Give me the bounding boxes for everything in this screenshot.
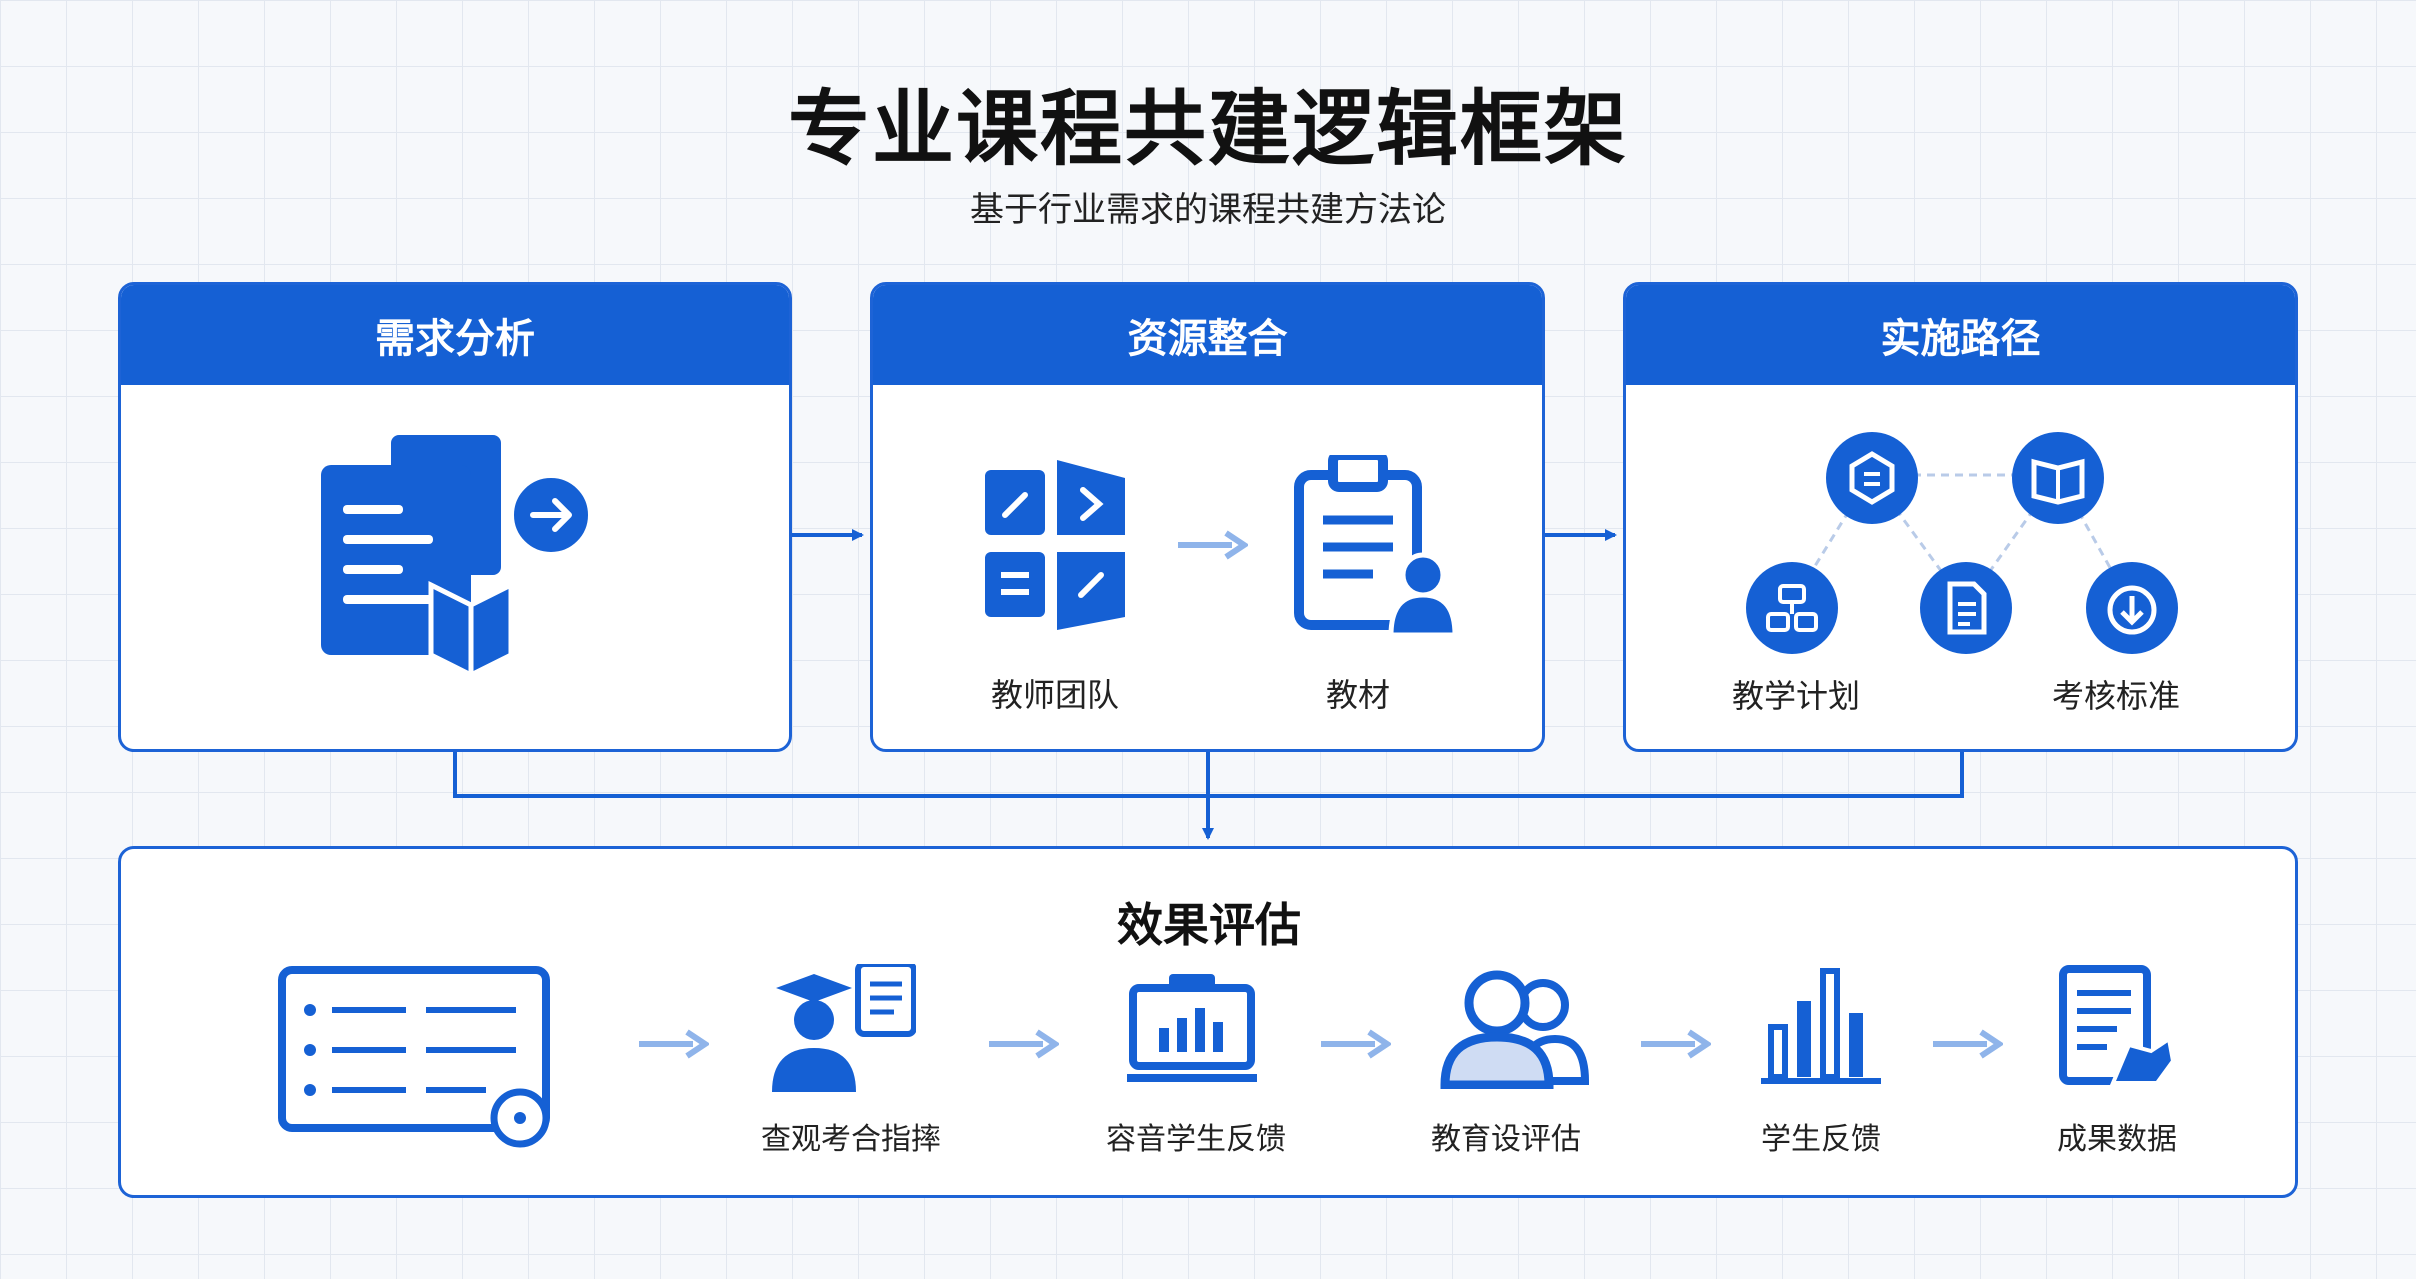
step-label: 教育设评估 (1431, 1122, 1581, 1157)
checklist-icon (278, 966, 550, 1148)
evaluation-title: 效果评估 (1117, 898, 1301, 952)
team-tiles-icon (985, 460, 1125, 630)
open-book-icon (2012, 432, 2104, 524)
panel-implementation-path: 实施路径 教学计划 考核标准 (1623, 282, 2298, 752)
label-teaching-plan: 教学计划 (1731, 677, 1860, 715)
panel-resource-integration: 资源整合 教师团队 教材 (870, 282, 1545, 752)
arrow-right-icon (1933, 1029, 2003, 1059)
arrow-right-icon (1178, 530, 1248, 560)
page-title: 专业课程共建逻辑框架 (787, 82, 1628, 177)
clipboard-person-icon (1294, 455, 1458, 635)
arrow-right-icon (1641, 1029, 1711, 1059)
panel-effect-evaluation: 效果评估 查观考合指摔 容音 (118, 846, 2298, 1198)
presentation-chart-icon (1127, 974, 1257, 1082)
documents-forward-icon (321, 435, 594, 675)
download-badge-icon (2086, 562, 2178, 654)
document-icon (1920, 562, 2012, 654)
page-subtitle: 基于行业需求的课程共建方法论 (970, 190, 1446, 230)
panel-title: 需求分析 (121, 285, 789, 385)
label-assessment-standard: 考核标准 (2051, 677, 2180, 715)
step-label: 查观考合指摔 (761, 1122, 941, 1157)
report-icon (2059, 965, 2176, 1085)
bar-chart-icon (1761, 968, 1881, 1084)
graduate-speech-icon (772, 964, 916, 1092)
panel-title: 实施路径 (1626, 285, 2295, 385)
item-label-textbook: 教材 (1325, 676, 1390, 714)
arrow-right-icon (1321, 1029, 1391, 1059)
panel-demand-analysis: 需求分析 (118, 282, 792, 752)
step-label: 成果数据 (2057, 1122, 2177, 1157)
step-label: 学生反馈 (1761, 1122, 1881, 1157)
users-icon (1440, 970, 1589, 1089)
network-icon (1746, 562, 1838, 654)
arrow-right-icon (989, 1029, 1059, 1059)
step-label: 容音学生反馈 (1106, 1122, 1286, 1157)
hexagon-layers-icon (1826, 432, 1918, 524)
panel-title: 资源整合 (873, 285, 1542, 385)
arrow-right-icon (639, 1029, 709, 1059)
item-label-teacher-team: 教师团队 (990, 676, 1119, 714)
